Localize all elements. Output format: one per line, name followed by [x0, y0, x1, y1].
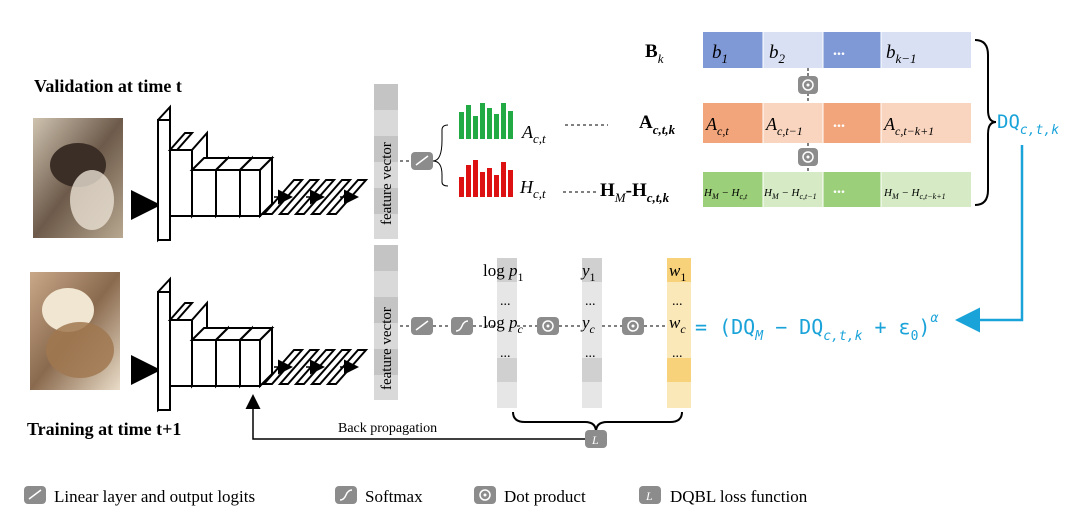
h-row: HM − Hc,t HM − Hc,t−1 ... HM − Hc,t−k+1: [703, 172, 971, 207]
back-propagation-arrow: [245, 394, 585, 440]
logp-c: log pc: [483, 313, 523, 336]
red-bar-chart: [459, 160, 513, 197]
feature-vector-bottom-label: feature vector: [379, 307, 395, 390]
legend-linear-label: Linear layer and output logits: [54, 487, 255, 506]
w-ellipsis-2: ...: [672, 346, 683, 361]
legend-softmax-label: Softmax: [365, 487, 423, 506]
validation-label: Validation at time t: [34, 76, 182, 96]
hm-hctk-label: HM-Hc,t,k: [600, 180, 670, 205]
loss-icon: [639, 486, 661, 504]
validation-image: [33, 118, 123, 238]
cnn-network-bottom: [157, 276, 369, 413]
y-ellipsis-1: ...: [585, 294, 596, 309]
feature-vector-bottom: feature vector: [374, 245, 398, 400]
b-row: b1 b2 ... bk−1: [703, 32, 971, 68]
w-column: w1 ... wc ...: [667, 258, 691, 408]
right-brace: [974, 39, 997, 206]
a-ct-label: Ac,t: [521, 122, 546, 146]
training-label: Training at time t+1: [27, 419, 181, 439]
green-bar-chart: [459, 103, 513, 139]
a-row: Ac,t Ac,t−1 ... Ac,t−k+1: [703, 103, 971, 143]
feature-vector-top: feature vector: [374, 84, 398, 239]
training-image: [30, 272, 120, 390]
h-ct-label: Hc,t: [519, 177, 546, 201]
loss-box: [585, 430, 607, 448]
legend-loss-label: DQBL loss function: [670, 487, 808, 506]
y-column: y1 ... yc ...: [580, 258, 602, 408]
dq-ctk-label: DQc,t,k: [997, 111, 1059, 138]
legend-dot-label: Dot product: [504, 487, 586, 506]
feature-vector-top-label: feature vector: [379, 142, 395, 225]
y-ellipsis-2: ...: [585, 346, 596, 361]
h-cell-k: HM − Hc,t−k+1: [883, 187, 946, 201]
cnn-network-top: [157, 104, 369, 243]
a-ctk-label: Ac,t,k: [639, 112, 676, 137]
logp-column: log p1 ... log pc ...: [483, 258, 523, 408]
legend: Linear layer and output logits Softmax D…: [24, 486, 808, 506]
logp-1: log p1: [483, 261, 523, 284]
w-ellipsis-1: ...: [672, 294, 683, 309]
b-cell-ellipsis: ...: [833, 42, 845, 59]
weight-formula: = (DQM − DQc,t,k + ε0)α: [695, 311, 938, 344]
svg-text:L: L: [645, 489, 653, 503]
logp-ellipsis-1: ...: [500, 294, 511, 309]
logp-ellipsis-2: ...: [500, 346, 511, 361]
b-k-label: Bk: [645, 41, 664, 66]
loss-brace: [512, 411, 683, 433]
svg-text:L: L: [591, 433, 599, 447]
a-cell-ellipsis: ...: [833, 114, 845, 131]
h-cell-ellipsis: ...: [833, 180, 845, 197]
back-propagation-label: Back propagation: [338, 421, 437, 436]
dq-feedback-arrow: [955, 145, 1024, 333]
